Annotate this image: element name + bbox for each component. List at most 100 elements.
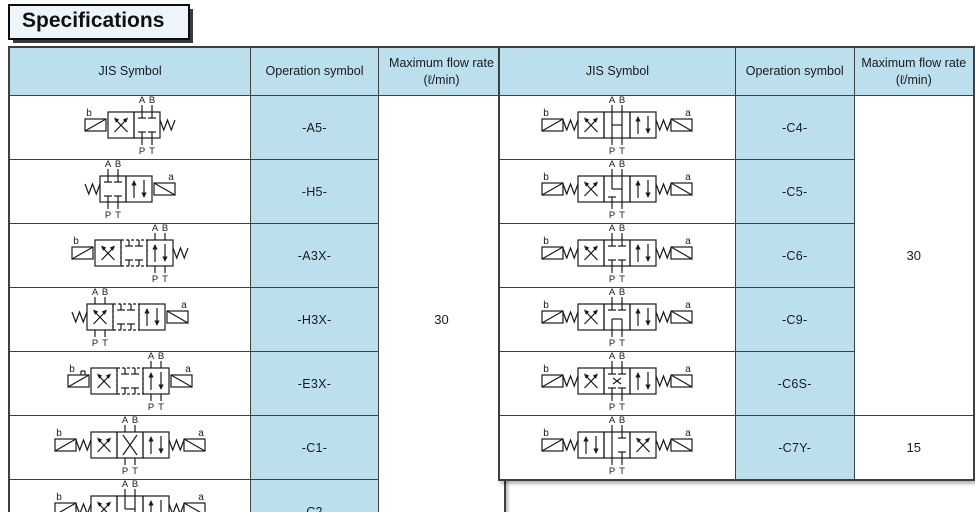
svg-text:a: a — [686, 172, 692, 183]
operation-symbol-cell: -E3X- — [250, 351, 379, 416]
svg-text:b: b — [56, 428, 62, 439]
svg-text:T: T — [620, 146, 626, 154]
operation-symbol-cell: -A5- — [250, 95, 379, 160]
svg-text:a: a — [168, 172, 174, 183]
svg-text:T: T — [102, 338, 108, 346]
svg-text:A: A — [152, 224, 159, 234]
svg-text:a: a — [686, 236, 692, 247]
max-flow-rate-cell: 30 — [853, 95, 975, 416]
svg-text:B: B — [619, 288, 625, 298]
operation-symbol-cell: -C6S- — [734, 351, 855, 416]
max-flow-rate-cell: 15 — [853, 415, 975, 481]
svg-text:A: A — [122, 416, 129, 426]
svg-text:B: B — [132, 416, 138, 426]
svg-text:B: B — [158, 352, 164, 362]
page-title: Specifications — [8, 4, 191, 40]
svg-text:A: A — [609, 224, 616, 234]
column-header-max-flow-rate: Maximum flow rate (ℓ/min) — [853, 46, 975, 96]
svg-text:P: P — [152, 274, 158, 282]
svg-text:A: A — [609, 96, 616, 106]
svg-text:B: B — [619, 224, 625, 234]
column-header-operation-symbol: Operation symbol — [734, 46, 855, 96]
svg-text:A: A — [609, 160, 616, 170]
column-header-jis-symbol: JIS Symbol — [8, 46, 251, 96]
svg-text:B: B — [619, 352, 625, 362]
column-header-jis-symbol: JIS Symbol — [498, 46, 736, 96]
svg-text:B: B — [149, 96, 155, 106]
svg-text:P: P — [609, 210, 615, 218]
svg-text:B: B — [115, 160, 121, 170]
svg-text:B: B — [102, 288, 108, 298]
operation-symbol-cell: -C5- — [734, 159, 855, 224]
svg-text:B: B — [132, 480, 138, 490]
svg-text:B: B — [619, 160, 625, 170]
operation-symbol-cell: -H5- — [250, 159, 379, 224]
operation-symbol-cell: -A3X- — [250, 223, 379, 288]
svg-text:B: B — [619, 96, 625, 106]
operation-symbol-cell: -H3X- — [250, 287, 379, 352]
page-title-text: Specifications — [22, 9, 165, 32]
operation-symbol-cell: -C1- — [250, 415, 379, 480]
svg-text:b: b — [544, 108, 550, 119]
svg-text:b: b — [73, 236, 79, 247]
svg-text:a: a — [686, 300, 692, 311]
svg-text:A: A — [148, 352, 155, 362]
svg-text:A: A — [609, 352, 616, 362]
svg-text:a: a — [686, 428, 692, 439]
svg-text:T: T — [620, 402, 626, 410]
svg-text:T: T — [620, 338, 626, 346]
svg-text:A: A — [609, 416, 616, 426]
svg-text:T: T — [132, 466, 138, 474]
svg-text:A: A — [105, 160, 112, 170]
svg-text:B: B — [619, 416, 625, 426]
svg-text:b: b — [544, 236, 550, 247]
svg-text:P: P — [609, 466, 615, 474]
svg-text:a: a — [185, 364, 191, 375]
operation-symbol-cell: -C2- — [250, 479, 379, 512]
svg-text:T: T — [620, 210, 626, 218]
svg-text:P: P — [105, 210, 111, 218]
max-flow-rate-cell: 30 — [378, 95, 506, 512]
svg-text:b: b — [544, 300, 550, 311]
svg-text:a: a — [181, 300, 187, 311]
svg-text:P: P — [139, 146, 145, 154]
svg-text:P: P — [92, 338, 98, 346]
svg-text:P: P — [609, 274, 615, 282]
svg-text:a: a — [198, 428, 204, 439]
column-header-max-flow-rate: Maximum flow rate (ℓ/min) — [378, 46, 506, 96]
svg-text:a: a — [198, 492, 204, 503]
operation-symbol-cell: -C4- — [734, 95, 855, 160]
svg-text:T: T — [162, 274, 168, 282]
svg-text:P: P — [122, 466, 128, 474]
